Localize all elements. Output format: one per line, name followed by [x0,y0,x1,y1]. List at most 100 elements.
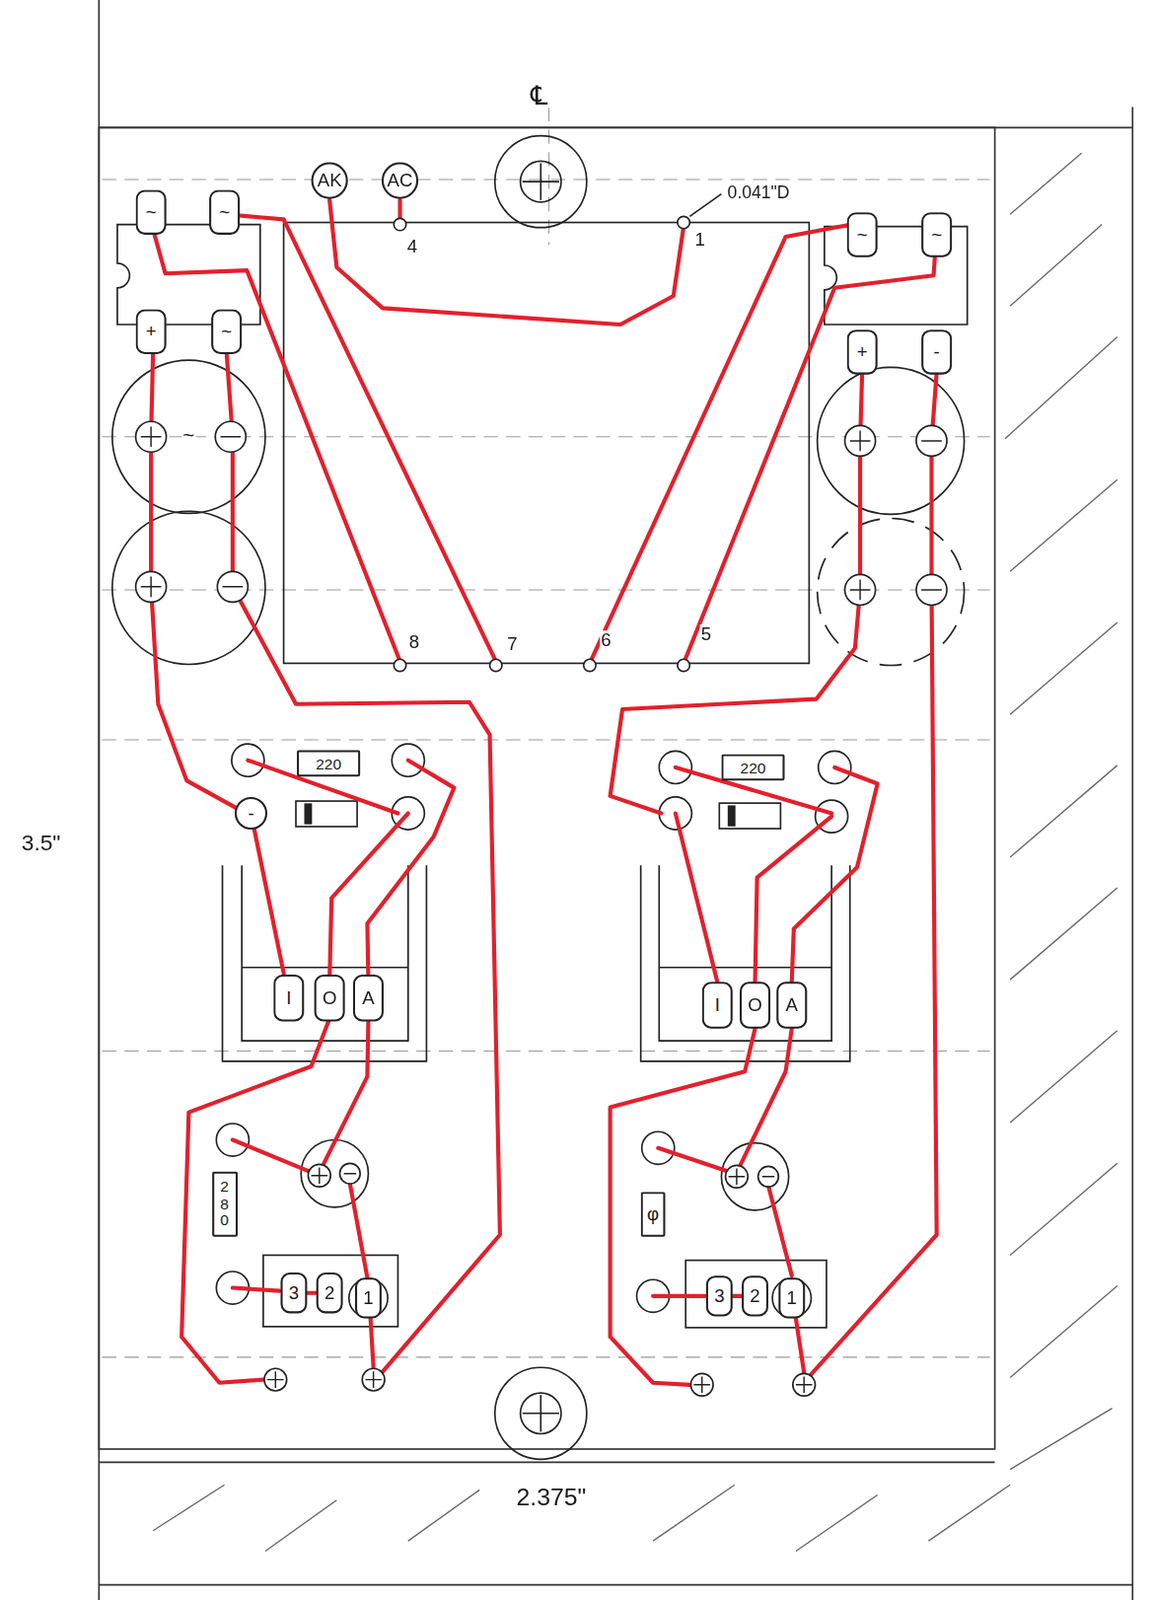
hatching [1009,1408,1112,1470]
drill-points [393,658,406,671]
traces [657,1148,735,1174]
resistor-box: 280 [212,1171,238,1237]
frame [98,127,995,1449]
outlines [520,160,562,202]
hatching [652,1484,735,1541]
centerlines [101,1356,990,1358]
outlines [112,136,968,1460]
drill-points [677,216,690,228]
frame [98,1461,995,1464]
resistor-box: 220 [720,753,785,781]
centerlines [101,107,990,1358]
part-label: O [322,988,337,1008]
traces [792,767,878,982]
centerlines [101,1050,990,1052]
frame [98,1584,1133,1586]
part-label: I [286,988,291,1008]
traces [150,200,937,1385]
hatching [1009,1030,1118,1123]
resistor-box: 220 [296,749,360,777]
callout-number: 1 [693,230,706,250]
outlines [685,1260,827,1328]
traces [739,1028,792,1167]
plus-marks [267,1370,812,1393]
hatching [795,1495,878,1552]
plus-marks [141,426,942,1393]
hatching [1009,887,1118,980]
part-label: - [934,343,940,362]
part-label: φ [647,1205,659,1224]
centerlines [101,738,990,740]
traces [350,1183,368,1278]
callout-number: 4 [406,236,419,256]
pot-pin: 3 [280,1272,307,1313]
traces [683,229,937,664]
traces [397,200,402,220]
part-label: 1 [362,1289,373,1308]
part-label: ~ [218,203,230,222]
traces [675,812,718,982]
drill-points [393,217,406,230]
outlines [304,803,311,824]
pot-pin: 2 [316,1272,344,1313]
outlines [539,1394,542,1432]
part-label: 280 [216,1178,233,1229]
part-label: ~ [931,225,942,245]
part-box: φ [641,1191,666,1237]
part-label: ~ [220,322,232,342]
traces [610,1028,756,1385]
regulator-pad: I [273,974,304,1022]
regulator-pad: O [739,981,771,1029]
traces [232,1140,315,1174]
part-label: A [786,996,798,1015]
bridge-pad: ~ [921,212,952,258]
hatching [152,152,1118,1551]
outlines [817,518,965,666]
pad-circle: - [234,796,268,830]
part-label: 3 [714,1287,724,1306]
bridge-pad: ~ [847,212,878,258]
plus-marks [850,431,942,601]
centerline-mark: ℄ [529,81,549,109]
part-label: - [247,803,254,823]
pot-pin: 1 [355,1277,382,1318]
outlines [689,194,721,217]
regulator-pad: A [353,974,384,1022]
part-label: ~ [857,225,868,245]
bridge-pad: ~ [209,189,240,235]
part-label: A [361,988,374,1008]
outlines [817,366,965,514]
centerlines [101,179,990,181]
plain-pads [216,743,851,1312]
hatching [1009,152,1081,215]
regulator-pad: O [314,974,346,1022]
hatching [1009,765,1118,858]
drill-points [136,216,947,1396]
part-label: AC [387,171,414,191]
pot-pin: 1 [778,1277,805,1318]
callout-number: 6 [599,630,612,649]
outlines [539,163,542,201]
plus-marks [141,426,243,597]
hatching [152,1484,224,1531]
pin-circle: AC [381,161,419,199]
hatching [1009,1162,1118,1255]
bridge-pad: ~ [136,189,167,235]
frame [98,0,1133,1600]
part-label: 220 [740,759,767,776]
bridge-pad: + [847,329,878,375]
traces [795,1318,804,1373]
hatching [408,1489,480,1541]
hatching [1009,224,1102,307]
outlines [112,510,266,664]
part-label: I [715,996,720,1015]
outlines [520,1392,562,1434]
pot-pin: 3 [706,1275,733,1316]
part-label: O [747,996,762,1015]
hatching [928,1484,1010,1541]
drill-points [490,658,503,671]
drill-points [677,658,690,671]
